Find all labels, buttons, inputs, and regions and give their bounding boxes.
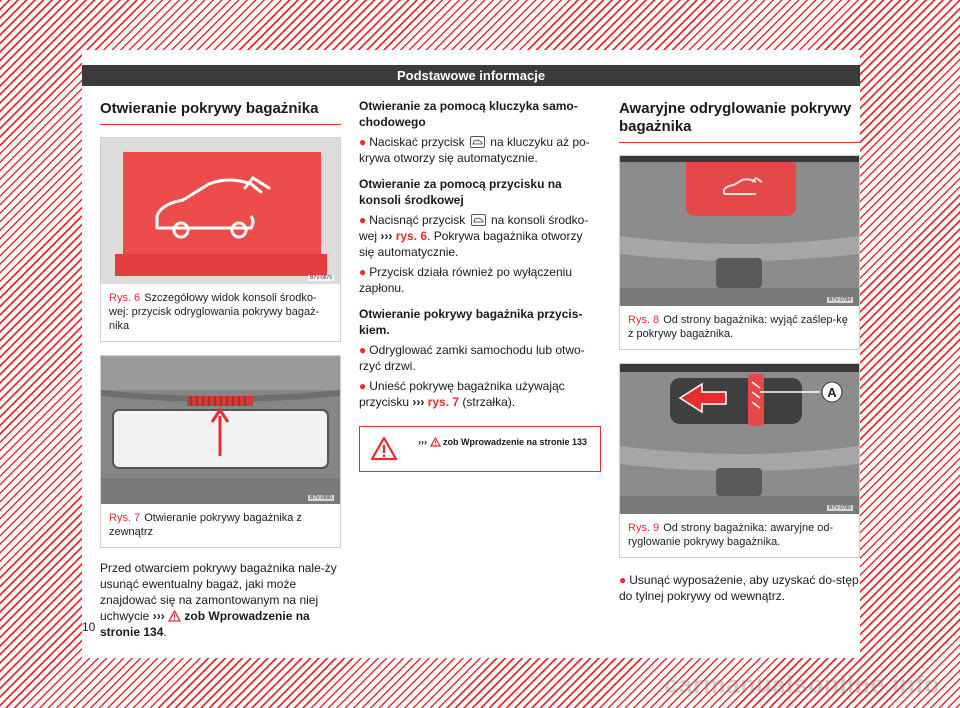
luggage-paragraph-text: Przed otwarciem pokrywy bagażnika nale-ż… [100,561,337,623]
heading-open-with-handle: Otwieranie pokrywy bagażnika przycis-kie… [359,307,583,337]
bullet-unlock: ●Odryglować zamki samochodu lub otwo-rzy… [359,342,601,374]
bullet-dot: ● [359,213,367,227]
figure-7-image: B7V-0680 [101,356,340,504]
column-2: Otwieranie za pomocą kluczyka samo-chodo… [359,98,601,472]
chevron-ref: ››› [418,437,427,447]
trunk-cover-illustration [620,156,859,306]
chevron-ref: ››› [380,229,393,243]
bullet-remove-equipment: ●Usunąć wyposażenie, aby uzyskać do-stęp… [619,572,860,604]
trunk-key-button-icon [470,214,486,226]
bullet-console: ●Nacisnąć przycisk na konsoli środko-wej… [359,212,601,260]
callout-a: A [827,385,837,400]
figure-6-label: Rys. 6 [109,292,141,304]
manual-page: Podstawowe informacje Otwieranie pokrywy… [82,50,860,658]
tailgate-handle-illustration [101,356,340,504]
warning-triangle-icon [168,610,182,622]
figure-6-link[interactable]: rys. 6 [395,229,428,243]
emergency-lever-illustration: A [620,364,859,514]
trunk-key-button-icon [469,136,485,148]
figure-9-code: B7V-0785 [827,505,853,511]
figure-6-image: B7V-0679 [101,138,340,284]
figure-7-code: B7V-0680 [308,495,334,501]
bullet-console-text-pre: Nacisnąć przycisk [369,213,466,227]
luggage-paragraph: Przed otwarciem pokrywy bagażnika nale-ż… [100,560,341,640]
bullet-key: ●Naciskać przycisk na kluczyku aż po-kry… [359,134,601,166]
bullet-ignition-text: Przycisk działa również po wyłączeniu za… [359,265,572,295]
chevron-ref: ››› [412,395,425,409]
bullet-key-text-post: na kluczyku aż po-krywa otworzy się auto… [359,135,590,165]
column-1: Otwieranie pokrywy bagażnika B7V-0679 Ry… [100,98,341,640]
figure-6-caption-text: Szczegółowy widok konsoli środko-wej: pr… [109,292,320,332]
page-number: 10 [82,620,96,634]
console-button-illustration [101,138,340,284]
bullet-dot: ● [359,135,367,149]
bullet-dot: ● [359,343,367,357]
bullet-lift: ●Unieść pokrywę bagażnika używając przyc… [359,378,601,410]
figure-8-caption-text: Od strony bagażnika: wyjąć zaślep-kę z p… [628,314,848,340]
watermark: carmanualsonline.info [664,671,940,699]
bullet-unlock-text: Odryglować zamki samochodu lub otwo-rzyć… [359,343,585,373]
heading-open-with-console: Otwieranie za pomocą przycisku na konsol… [359,177,562,207]
heading-open-with-key: Otwieranie za pomocą kluczyka samo-chodo… [359,99,578,129]
figure-8-code: B7V-0784 [827,297,853,303]
warning-ref-text: zob Wprowadzenie na stronie 133 [443,437,588,447]
section-title-emergency-unlock: Awaryjne odryglowanie pokrywy bagażnika [619,98,860,143]
warning-text[interactable]: ››› zob Wprowadzenie na stronie 133 [418,436,587,448]
section-title-open-trunk: Otwieranie pokrywy bagażnika [100,98,341,125]
warning-triangle-icon [370,436,398,461]
luggage-paragraph-ref[interactable]: zob Wprowadzenie na stronie 134 [100,609,310,639]
warning-box: ››› zob Wprowadzenie na stronie 133 [359,426,601,472]
figure-8-label: Rys. 8 [628,314,660,326]
column-3: Awaryjne odryglowanie pokrywy bagażnika … [619,98,860,604]
bullet-lift-text-post: (strzałka). [462,395,516,409]
figure-9-label: Rys. 9 [628,522,660,534]
luggage-paragraph-end: . [163,625,167,639]
figure-8-image: B7V-0784 [620,156,859,306]
bullet-remove-equipment-text: Usunąć wyposażenie, aby uzyskać do-stęp … [619,573,859,603]
chevron-ref: ››› [152,609,165,623]
warning-triangle-icon [429,437,441,447]
bullet-ignition: ●Przycisk działa również po wyłączeniu z… [359,264,601,296]
figure-6-code: B7V-0679 [308,275,334,281]
bullet-dot: ● [359,379,367,393]
bullet-key-text-pre: Naciskać przycisk [369,135,465,149]
bullet-dot: ● [359,265,367,279]
figure-9-image: A B7V-0785 [620,364,859,514]
bullet-console-text-post: . Pokrywa bagażnika otworzy się automaty… [359,229,583,259]
page-header: Podstawowe informacje [82,65,860,86]
figure-7-caption-text: Otwieranie pokrywy bagażnika z zewnątrz [109,512,302,538]
bullet-lift-text-pre: Unieść pokrywę bagażnika używając przyci… [359,379,565,409]
figure-9-caption-text: Od strony bagażnika: awaryjne od-ryglowa… [628,522,834,548]
bullet-console-text-mid: na konsoli środko-wej [359,213,589,243]
figure-7-label: Rys. 7 [109,512,141,524]
figure-7-link[interactable]: rys. 7 [427,395,460,409]
bullet-dot: ● [619,573,627,587]
